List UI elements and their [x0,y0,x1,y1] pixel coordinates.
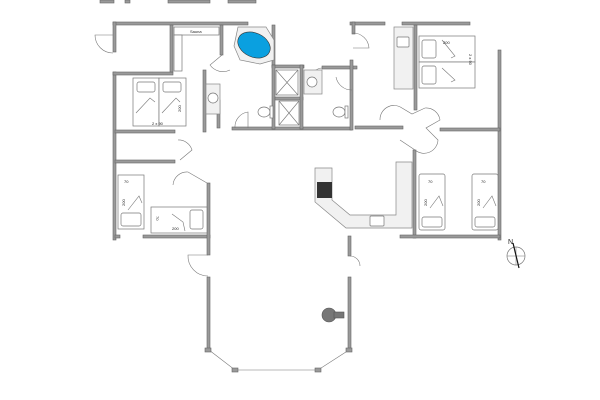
showers [275,69,300,126]
hot-tub-water [237,31,271,59]
compass-north-label: N [508,239,513,246]
bedroom-1-beds: 200 2 x 90 [132,77,187,127]
toilet-icon [332,106,346,118]
bedroom-5-bed: 70 200 [471,173,499,231]
bed-length-label: 200 [172,226,179,231]
bed-length-label: 200 [121,199,126,206]
bed-length-label: 200 [423,199,428,206]
bedroom-3-beds: 70 200 70 200 [117,174,208,234]
bedroom-4-bed: 70 200 [418,173,446,231]
bedroom-2: 200 2 x 90 [393,26,476,90]
living-room-bay-window [204,347,353,373]
bed-width-label: 70 [155,216,160,221]
sauna-label: Sauna [190,29,202,34]
compass-icon: N [506,239,526,269]
bed-width-label: 70 [428,179,433,184]
bed-width-label: 70 [481,179,486,184]
bed-width-label: 70 [124,179,129,184]
bed-width-label: 2 x 90 [152,121,164,126]
bed-length-label: 200 [476,199,481,206]
cropped-top-walls [99,0,257,4]
stove-icon [317,182,332,198]
sauna: Sauna [173,26,220,72]
bed-width-label: 2 x 90 [468,54,473,66]
kitchen-sink-icon [369,215,385,227]
bed-length-label: 200 [443,40,450,45]
kitchen [314,161,413,229]
bathroom-fixtures [205,69,349,119]
door-swings [94,32,441,277]
toilet-icon [257,106,271,118]
bed-length-label: 200 [177,105,182,112]
hot-tub [233,26,275,65]
wood-stove-icon [321,307,345,323]
